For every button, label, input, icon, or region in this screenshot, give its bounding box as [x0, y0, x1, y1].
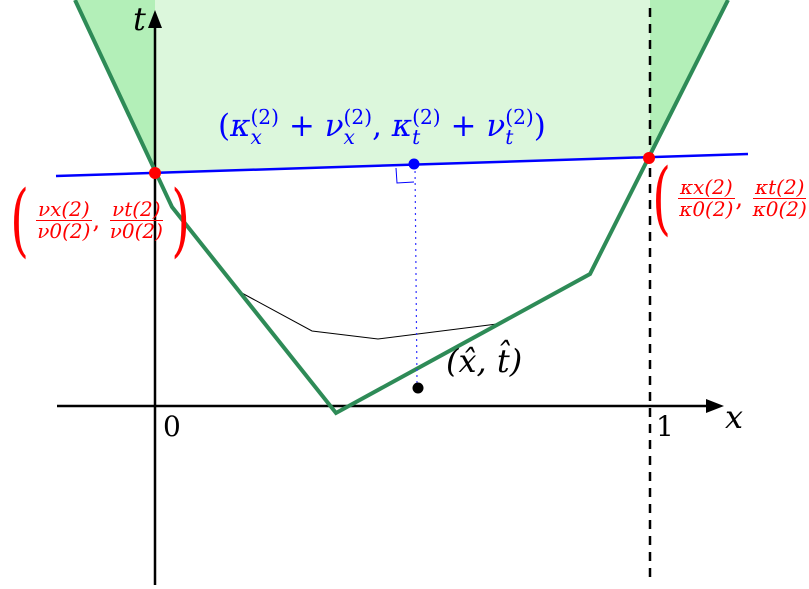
thin-curve: [239, 291, 498, 340]
tick-one: 1: [656, 410, 674, 443]
green-polyline: [73, 0, 730, 416]
hat-point-label: (x̂, t̂): [446, 342, 523, 380]
right-angle-marker: [395, 167, 415, 184]
x-axis-label: x: [725, 398, 744, 436]
left-point-label: ( νx(2)ν0(2) , νt(2)ν0(2) ): [10, 173, 190, 266]
top-point-label: (κ(2)x + ν(2)x, κ(2)t + ν(2)t): [218, 105, 546, 149]
t-axis-arrow-icon: [148, 10, 162, 28]
blue-point: [408, 158, 420, 170]
blue-supporting-line: [55, 152, 749, 178]
left-red-point: [149, 167, 161, 179]
tick-zero: 0: [163, 410, 181, 443]
dotted-projection-line: [414, 164, 418, 385]
t-axis-label: t: [133, 0, 146, 38]
hat-point: [412, 382, 424, 394]
x-axis-arrow-icon: [706, 399, 724, 413]
right-point-label: ( κx(2)κ0(2) , κt(2)κ0(2) ): [652, 151, 807, 244]
feasible-region-light: [155, 0, 650, 173]
right-red-point: [643, 152, 655, 164]
